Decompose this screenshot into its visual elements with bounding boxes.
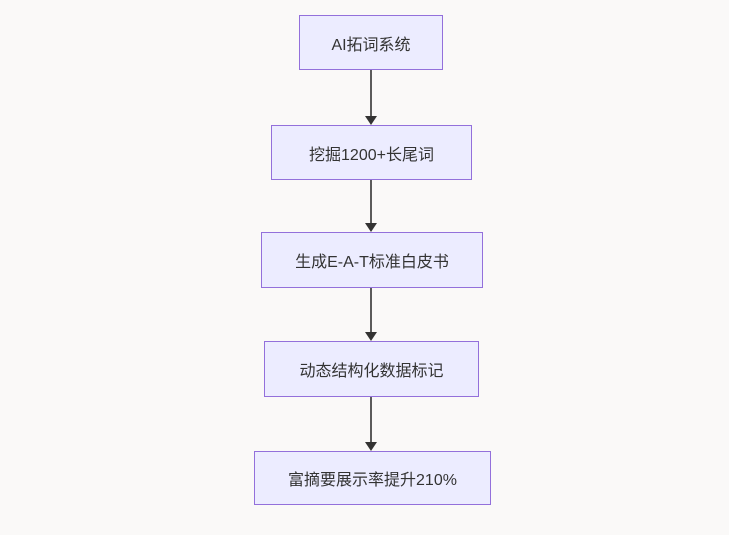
arrowhead-down-icon	[365, 223, 377, 232]
flowchart-node-eat-whitepaper: 生成E-A-T标准白皮书	[261, 232, 483, 288]
node-label: AI拓词系统	[331, 36, 411, 54]
arrowhead-down-icon	[365, 332, 377, 341]
flowchart-node-ai-keyword-system: AI拓词系统	[299, 15, 443, 70]
arrowhead-down-icon	[365, 442, 377, 451]
flowchart-edge-line-4	[370, 397, 372, 442]
flowchart-node-structured-data-markup: 动态结构化数据标记	[264, 341, 479, 397]
node-label: 富摘要展示率提升210%	[288, 472, 457, 489]
flowchart-edge-line-1	[370, 70, 372, 116]
flowchart-edge-line-2	[370, 180, 372, 223]
node-label: 动态结构化数据标记	[299, 363, 444, 380]
node-label: 生成E-A-T标准白皮书	[295, 254, 449, 271]
node-label: 挖掘1200+长尾词	[309, 146, 434, 164]
flowchart-node-longtail-mining: 挖掘1200+长尾词	[271, 125, 472, 180]
arrowhead-down-icon	[365, 116, 377, 125]
flowchart-edge-line-3	[370, 288, 372, 332]
flowchart-node-rich-snippet-result: 富摘要展示率提升210%	[254, 451, 491, 505]
